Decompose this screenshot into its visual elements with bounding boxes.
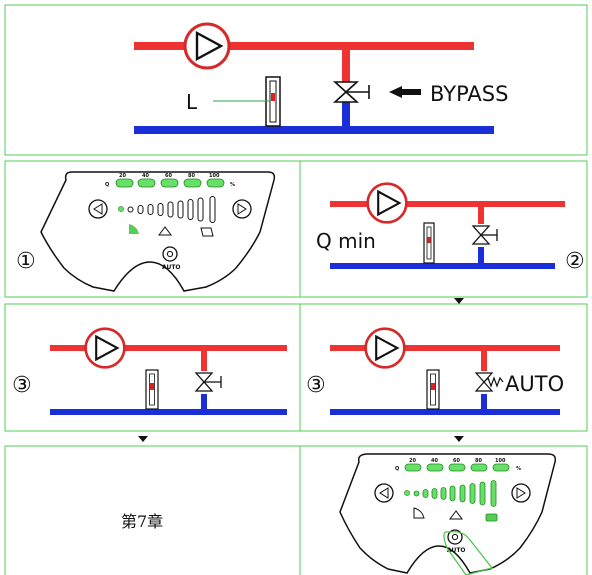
right-arrow-button[interactable] bbox=[232, 199, 252, 219]
flow-meter-float bbox=[271, 93, 275, 101]
tick-labels: 20 40 60 80 100 bbox=[409, 458, 506, 464]
frame-chapter bbox=[4, 445, 301, 575]
arrow-down-icon bbox=[454, 436, 464, 442]
left-arrow-button[interactable] bbox=[88, 199, 108, 219]
status-led bbox=[404, 490, 410, 496]
l-label: L bbox=[186, 90, 198, 114]
pump-icon bbox=[183, 22, 231, 70]
step2-schematic: Q min ② bbox=[316, 182, 585, 274]
bypass-riser-cold bbox=[342, 102, 350, 126]
frame-step2 bbox=[299, 160, 588, 298]
panel-frames bbox=[4, 4, 588, 575]
tick-labels: 20 40 60 80 100 bbox=[119, 173, 220, 179]
svg-text:80: 80 bbox=[475, 458, 482, 464]
auto-valve-icon bbox=[474, 372, 504, 392]
q-leds bbox=[115, 178, 225, 188]
qmin-label: Q min bbox=[316, 229, 376, 253]
svg-text:20: 20 bbox=[409, 458, 416, 464]
pump-icon bbox=[364, 327, 406, 369]
frame-top bbox=[4, 4, 588, 156]
status-led bbox=[118, 206, 124, 212]
auto-mode-label: AUTO bbox=[505, 372, 564, 396]
step3a-number: ③ bbox=[12, 373, 32, 398]
panel-outline bbox=[339, 453, 557, 574]
bypass-riser-hot bbox=[342, 50, 350, 82]
svg-text:40: 40 bbox=[431, 458, 438, 464]
green-mode-icon bbox=[129, 224, 139, 234]
green-mode-icon bbox=[485, 513, 498, 522]
mode-icon-2 bbox=[158, 226, 172, 236]
hot-pipe bbox=[50, 345, 287, 351]
bar-graph bbox=[127, 196, 216, 223]
hot-pipe bbox=[134, 42, 474, 50]
step3b-number: ③ bbox=[306, 373, 326, 398]
q-label: Q bbox=[105, 182, 109, 188]
flow-meter-icon bbox=[426, 369, 440, 410]
pump-icon bbox=[366, 182, 408, 224]
svg-text:20: 20 bbox=[119, 173, 126, 179]
pct-label: % bbox=[230, 182, 235, 188]
svg-text:60: 60 bbox=[165, 173, 172, 179]
hot-pipe bbox=[330, 201, 565, 207]
step1-number: ① bbox=[16, 249, 36, 274]
cold-pipe bbox=[330, 263, 555, 269]
step2-number: ② bbox=[565, 249, 585, 274]
arrow-down-icon bbox=[454, 298, 464, 304]
bypass-arrow-icon bbox=[389, 86, 421, 98]
step1-control-panel: Q % 20 40 60 80 100 bbox=[16, 171, 276, 292]
cold-pipe bbox=[134, 126, 494, 134]
bypass-valve-icon bbox=[194, 372, 222, 392]
bar-graph bbox=[413, 480, 497, 507]
cold-pipe bbox=[50, 409, 287, 415]
mode-icon-2 bbox=[449, 510, 463, 520]
bypass-label: BYPASS bbox=[430, 82, 508, 106]
mode-icon-3 bbox=[200, 227, 214, 237]
svg-text:60: 60 bbox=[453, 458, 460, 464]
frame-step3b bbox=[299, 303, 588, 432]
panel-outline bbox=[40, 171, 276, 292]
mode-icon-1 bbox=[413, 507, 425, 519]
left-arrow-button[interactable] bbox=[374, 483, 394, 503]
pump-icon bbox=[84, 327, 126, 369]
flow-meter-icon bbox=[145, 369, 159, 410]
frame-final bbox=[299, 445, 588, 575]
auto-button[interactable]: AUTO bbox=[162, 246, 181, 271]
svg-text:100: 100 bbox=[209, 173, 220, 179]
hot-pipe bbox=[330, 345, 560, 351]
bypass-valve-icon bbox=[471, 225, 498, 245]
auto-button[interactable]: AUTO bbox=[447, 529, 466, 554]
right-arrow-button[interactable] bbox=[511, 483, 531, 503]
chapter-label: 第7章 bbox=[121, 512, 163, 531]
q-leds bbox=[404, 463, 510, 472]
cold-pipe bbox=[330, 409, 560, 415]
q-label: Q bbox=[395, 466, 399, 472]
bypass-valve-icon bbox=[332, 81, 370, 103]
svg-text:80: 80 bbox=[188, 173, 195, 179]
step3a-schematic: ③ bbox=[12, 327, 287, 415]
svg-text:40: 40 bbox=[142, 173, 149, 179]
auto-label: AUTO bbox=[162, 264, 181, 271]
hand-pointer-icon bbox=[443, 531, 494, 575]
auto-label: AUTO bbox=[447, 547, 466, 554]
arrow-down-icon bbox=[138, 436, 148, 442]
top-schematic: L BYPASS bbox=[134, 22, 508, 134]
step3b-schematic: ③ AUTO bbox=[306, 327, 564, 415]
sequence-arrows bbox=[138, 298, 464, 442]
svg-text:100: 100 bbox=[495, 458, 506, 464]
final-control-panel: Q % 20 40 60 80 100 bbox=[339, 453, 557, 575]
pct-label: % bbox=[516, 466, 521, 472]
flow-meter-icon bbox=[423, 222, 435, 264]
